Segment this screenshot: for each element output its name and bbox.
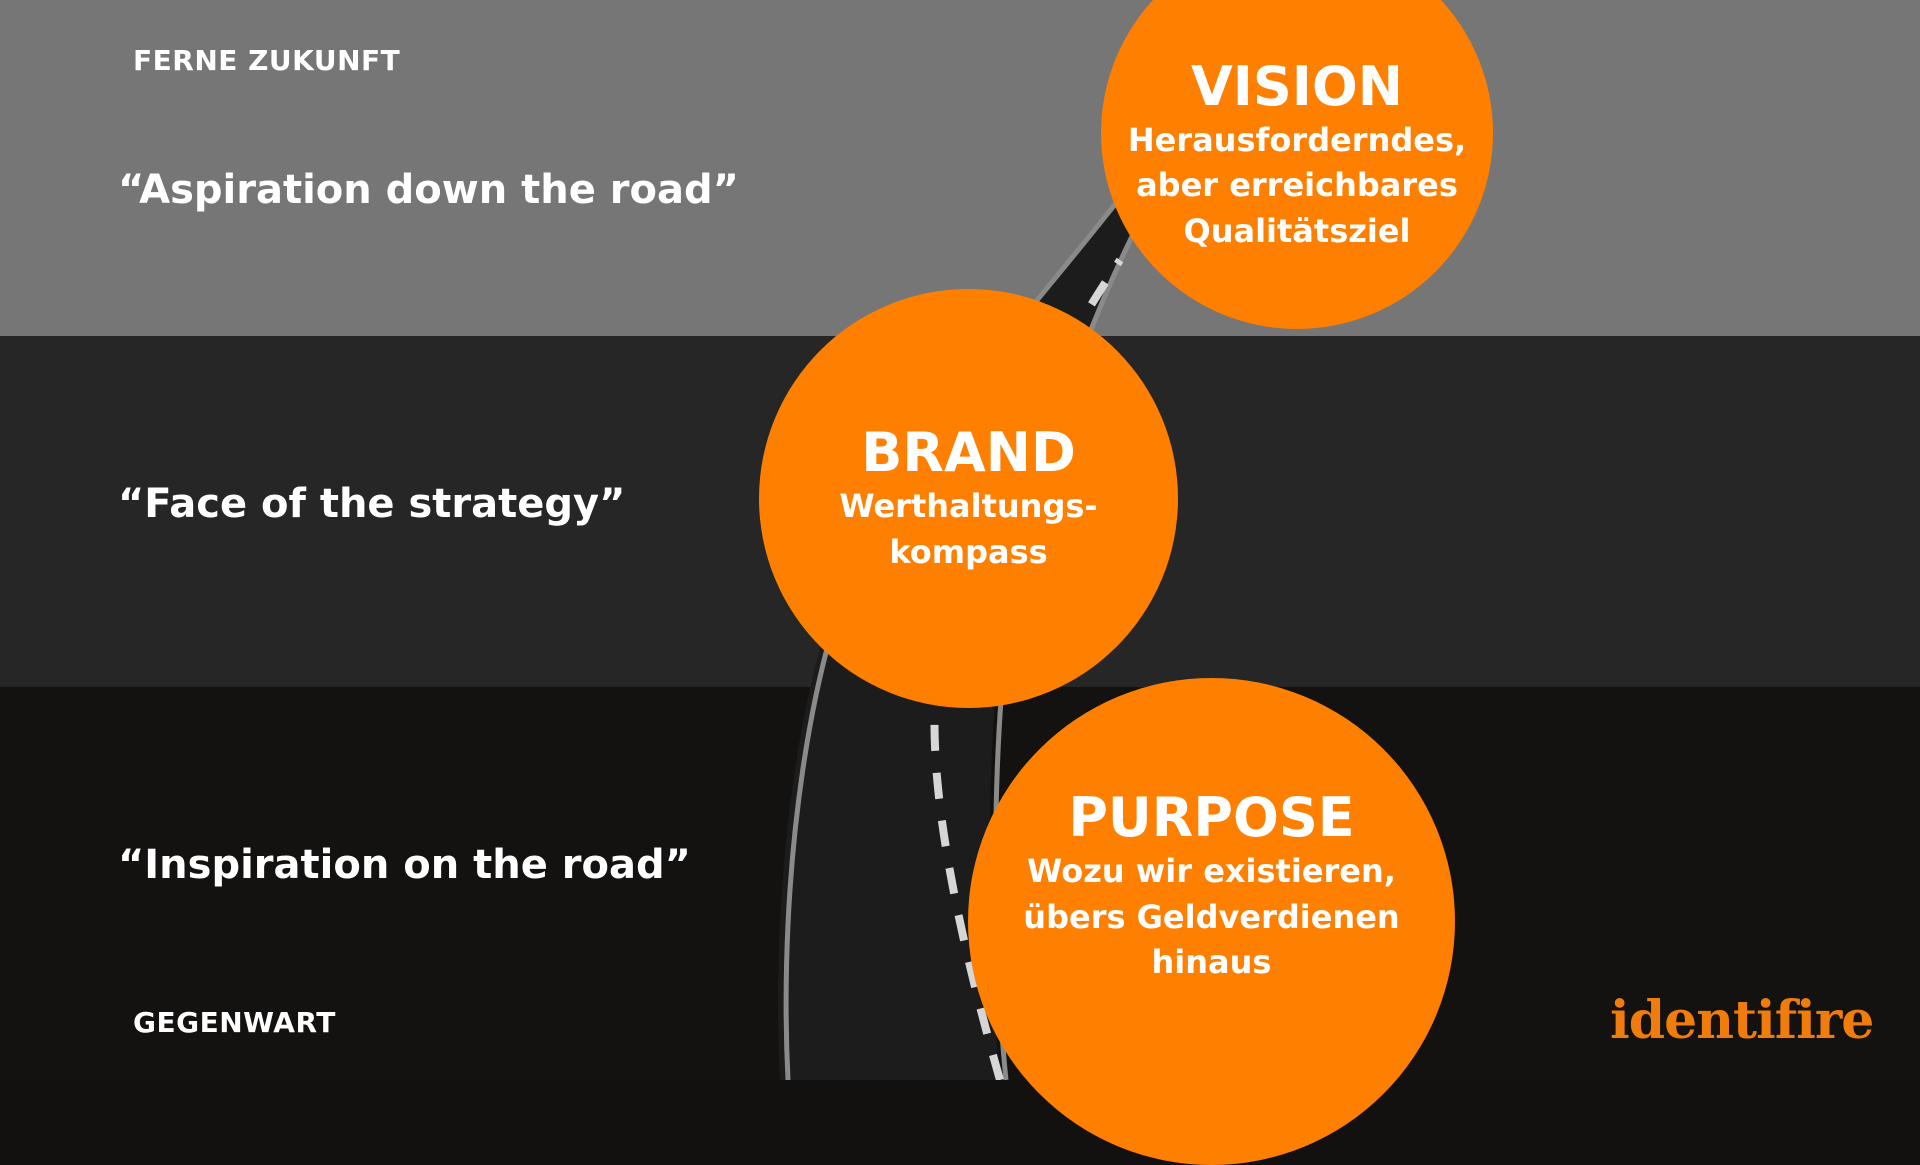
brand-title: BRAND (861, 421, 1076, 485)
brand-circle: BRAND Werthaltungs- kompass (759, 289, 1178, 708)
vision-title: VISION (1191, 54, 1403, 118)
purpose-title: PURPOSE (1068, 786, 1355, 850)
purpose-circle: PURPOSE Wozu wir existieren, übers Geldv… (968, 678, 1455, 1165)
vision-description: Herausforderndes, aber erreichbares Qual… (1127, 120, 1467, 250)
vision-circle: VISION Herausforderndes, aber erreichbar… (1101, 0, 1493, 329)
far-future-band (0, 0, 1920, 336)
identifire-logo: identifire (1610, 990, 1874, 1051)
brand-quote: “Face of the strategy” (118, 481, 626, 527)
purpose-quote: “Inspiration on the road” (118, 842, 691, 888)
vision-quote: “Aspiration down the road” (118, 167, 739, 213)
far-future-label: FERNE ZUKUNFT (133, 44, 401, 77)
purpose-description: Wozu wir existieren, übers Geldverdienen… (1023, 852, 1400, 982)
present-label: GEGENWART (133, 1006, 336, 1039)
brand-description: Werthaltungs- kompass (839, 487, 1098, 571)
